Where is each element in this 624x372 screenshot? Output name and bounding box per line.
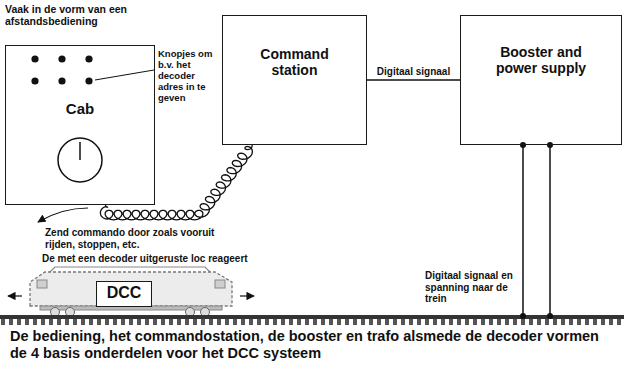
speed-knob — [58, 138, 102, 182]
signal-label: Digitaal signaal — [375, 66, 452, 78]
signal-line — [367, 79, 460, 81]
node-title: DCC — [107, 284, 142, 302]
wire-terminal — [520, 313, 526, 319]
node-title: Cab — [66, 100, 94, 117]
decoder-box: DCC — [96, 281, 152, 307]
command-station-box: Command station — [222, 15, 367, 145]
loco-roof — [50, 267, 210, 272]
loco-body — [30, 272, 232, 306]
button-dot — [31, 77, 38, 84]
loco-window — [37, 280, 47, 288]
buttons-callout: Knopjes om b.v. het decoder adres in te … — [158, 48, 219, 104]
button-dot — [85, 77, 92, 84]
loco-window — [215, 280, 225, 288]
button-dot — [58, 77, 65, 84]
coiled-cable — [100, 145, 252, 220]
knob-pointer — [79, 142, 81, 160]
wire-terminal — [520, 142, 526, 148]
node-title: Booster and power supply — [483, 44, 599, 76]
leader-line — [95, 70, 154, 80]
button-dot — [31, 55, 38, 62]
feed-wire — [549, 145, 551, 316]
locomotive — [30, 267, 232, 317]
send-arrow — [38, 208, 88, 222]
wire-terminal — [547, 142, 553, 148]
motion-arrow — [8, 295, 22, 296]
cab-box: Cab — [5, 45, 155, 205]
node-title: Command station — [247, 46, 342, 78]
motion-arrow — [240, 295, 254, 296]
figure-caption: De bediening, het commandostation, de bo… — [10, 328, 618, 362]
feed-note: Digitaal signaal en spanning naar de tre… — [425, 270, 517, 305]
cab-buttons — [31, 55, 92, 84]
wire-terminal — [547, 313, 553, 319]
booster-box: Booster and power supply — [460, 15, 622, 145]
loco-note: De met een decoder uitgeruste loc reagee… — [42, 253, 302, 265]
track-sleepers — [0, 319, 624, 325]
remote-note: Vaak in de vorm van een afstandsbedienin… — [5, 3, 145, 28]
command-note: Zend commando door zoals vooruit rijden,… — [45, 227, 235, 250]
track-rail — [0, 315, 624, 319]
button-dot — [85, 55, 92, 62]
button-dot — [58, 55, 65, 62]
feed-wire — [522, 145, 524, 316]
